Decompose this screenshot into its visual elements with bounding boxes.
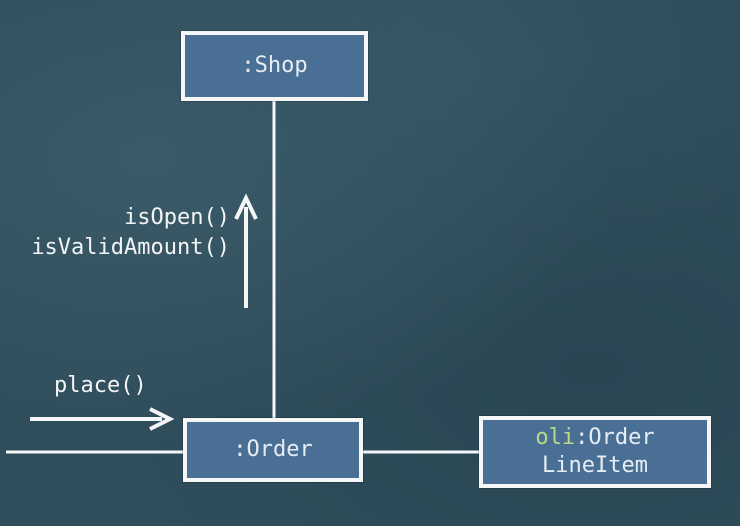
message-place: place() [54,373,147,398]
arrow-up-icon [234,193,258,308]
object-type-part2: LineItem [542,453,648,478]
arrow-right-icon [30,407,175,431]
object-type-part1: :Order [575,425,655,450]
message-is-open: isOpen() [124,205,230,230]
object-order-line-item-title: oli:Order [535,424,654,452]
message-is-valid-amount: isValidAmount() [31,235,230,260]
object-order-label: :Order [233,437,313,462]
object-shop[interactable]: :Shop [181,31,368,101]
object-order[interactable]: :Order [183,418,363,482]
object-shop-label: :Shop [241,53,308,78]
object-order-line-item[interactable]: oli:Order LineItem [479,416,711,488]
object-role-name: oli [535,425,576,450]
